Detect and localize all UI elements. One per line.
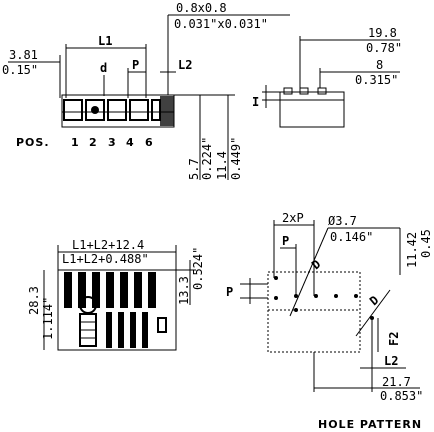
hole-8 [370, 316, 374, 320]
terminal-3 [107, 99, 127, 121]
dim-width-in: L1+L2+0.488" [62, 252, 149, 266]
side-body [279, 91, 345, 128]
front-pin-a [106, 312, 112, 348]
hole-3 [314, 294, 318, 298]
front-rib-2 [78, 272, 86, 308]
label-P-left: P [226, 285, 233, 299]
hole-6 [274, 296, 278, 300]
hole-pattern: 2xP P Ø3.7 0.146" D D 11.42 0.45 F2 L2 2… [226, 211, 433, 431]
hole-1 [274, 276, 278, 280]
d2-leader [355, 289, 391, 337]
pin-size-in: 0.031"x0.031" [174, 17, 268, 31]
hole-5 [294, 308, 298, 312]
dim-21-7-in: 0.853" [380, 389, 423, 403]
dim-3-81-mm: 3.81 [9, 48, 38, 62]
dim-28-3-mm: 28.3 [27, 286, 41, 315]
label-d: d [100, 61, 107, 75]
front-rib-7 [148, 272, 156, 308]
hole-7 [354, 294, 358, 298]
label-L2-top: L2 [178, 58, 192, 72]
terminal-1 [63, 99, 83, 121]
front-pin-d [142, 312, 148, 348]
right-dim-in: 0.45 [419, 229, 433, 258]
front-view: L1+L2+12.4 L1+L2+0.488" 28.3 1.114" 13.3… [27, 238, 205, 351]
pos-2: 2 [89, 136, 98, 149]
dim-21-7-mm: 21.7 [382, 375, 411, 389]
front-latch [157, 317, 167, 333]
end-plate [160, 96, 174, 126]
pos-6: 6 [145, 136, 154, 149]
terminal-4 [129, 99, 149, 121]
pos-1: 1 [71, 136, 80, 149]
front-rib-5 [120, 272, 128, 308]
front-rib-6 [134, 272, 142, 308]
dim-8-in: 0.315" [355, 73, 398, 87]
side-pin-3 [317, 87, 327, 95]
front-rib-3 [92, 272, 100, 308]
terminal-2-screw [91, 106, 99, 114]
label-L2-hole: L2 [384, 354, 398, 368]
hole-dia-in: 0.146" [330, 230, 373, 244]
hole-dia-mm: Ø3.7 [328, 214, 357, 228]
right-dim-mm: 11.42 [405, 232, 419, 268]
label-F2: F2 [387, 332, 401, 346]
label-D1: D [309, 257, 324, 272]
front-rib-4 [106, 272, 114, 308]
top-view: 3.81 0.15" L1 d P L2 0.8x0.8 0.031"x0.03… [2, 1, 290, 180]
pos-4: 4 [126, 136, 135, 149]
dim-19-8-mm: 19.8 [368, 26, 397, 40]
dim-width-mm: L1+L2+12.4 [72, 238, 144, 252]
hole-4 [334, 294, 338, 298]
dim-8-mm: 8 [376, 58, 383, 72]
dim-28-3-in: 1.114" [41, 297, 55, 340]
label-P-hole: P [282, 234, 289, 248]
hole-pattern-title: HOLE PATTERN [318, 418, 422, 431]
dim-5-7-in: 0.224" [200, 137, 214, 180]
front-rib-1 [64, 272, 72, 308]
pos-label: POS. [16, 136, 50, 149]
front-body [57, 269, 177, 351]
pin-size-mm: 0.8x0.8 [176, 1, 227, 15]
terminal-2 [85, 99, 105, 121]
dim-13-3-in: 0.524" [191, 247, 205, 290]
dim-5-7-mm: 5.7 [187, 158, 201, 180]
dim-11-4-in: 0.449" [229, 137, 243, 180]
pos-3: 3 [108, 136, 117, 149]
side-view: 19.8 0.78" 8 0.315" I [252, 26, 402, 128]
side-pin-1 [283, 87, 293, 95]
label-L1: L1 [98, 34, 112, 48]
dim-19-8-in: 0.78" [366, 41, 402, 55]
label-I: I [252, 95, 259, 109]
side-pin-2 [299, 87, 309, 95]
terminal-6 [151, 99, 161, 121]
dia-leader [289, 227, 329, 317]
label-D2: D [367, 293, 382, 308]
front-pin-b [118, 312, 124, 348]
dim-11-4-mm: 11.4 [215, 151, 229, 180]
label-P-top: P [132, 58, 139, 72]
dim-3-81-in: 0.15" [2, 63, 38, 77]
label-2xP: 2xP [282, 211, 304, 225]
dim-13-3-mm: 13.3 [177, 276, 191, 305]
front-pin-c [130, 312, 136, 348]
